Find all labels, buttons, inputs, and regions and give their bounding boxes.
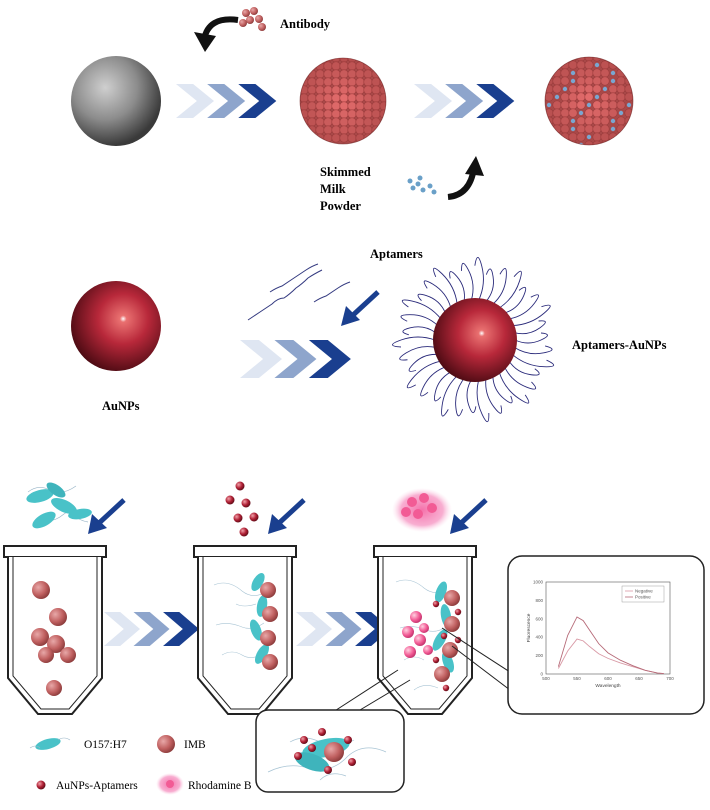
chevron-arrow-icon <box>133 612 170 646</box>
x-tick-label: 650 <box>635 676 643 681</box>
chevron-arrow-icon <box>104 612 140 646</box>
y-tick-label: 400 <box>535 635 543 640</box>
fluorescence-chart-callout: 0 200 400 600 800 1000 500 550 600 650 700Waveleng… <box>507 555 705 715</box>
tube-1 <box>3 545 107 715</box>
rhodamine-b-drop <box>392 488 452 532</box>
complex-zoom-callout <box>255 709 405 793</box>
chevron-arrow-icon <box>238 84 277 118</box>
aunps-aptamers-drops <box>225 481 259 537</box>
y-tick-label: 1000 <box>533 580 544 585</box>
milk-powder-particles <box>407 175 437 195</box>
y-tick-label: 0 <box>540 672 543 677</box>
tube-3 <box>373 545 477 715</box>
label-aptamers: Aptamers <box>370 247 423 261</box>
antibody-molecules <box>239 7 266 31</box>
chevron-arrow-icon <box>414 84 452 118</box>
blue-arrow-icon <box>341 290 380 326</box>
series-line-positive <box>557 616 664 674</box>
chevron-arrow-icon <box>207 84 246 118</box>
label-aunps: AuNPs <box>102 399 140 413</box>
legend-rhodamine-label: Rhodamine B <box>188 780 252 792</box>
legend: O157:H7 IMB AuNPs-Aptamers Rhodamine B <box>29 735 252 795</box>
legend-entry: Negative <box>635 589 653 594</box>
legend-imb-label: IMB <box>184 739 206 751</box>
x-axis-label: Wavelength <box>595 683 620 689</box>
curved-arrow-icon <box>194 16 239 52</box>
chevron-arrows-1 <box>176 84 277 118</box>
x-tick-label: 550 <box>573 676 581 681</box>
chevron-arrow-icon <box>476 84 515 118</box>
label-skimmed: Skimmed <box>320 165 371 179</box>
blue-arrow-icon <box>268 498 306 534</box>
legend-entry: Positive <box>635 595 651 600</box>
x-tick-label: 700 <box>666 676 674 681</box>
chevron-arrows-3 <box>240 340 351 378</box>
label-aptamers-aunps: Aptamers-AuNPs <box>572 338 667 352</box>
chevron-arrow-icon <box>163 612 200 646</box>
chevron-arrow-icon <box>296 612 332 646</box>
chart-plot-area <box>545 581 671 675</box>
blue-arrow-icon <box>450 498 488 534</box>
y-tick-label: 800 <box>535 598 543 603</box>
chevron-arrow-icon <box>240 340 282 378</box>
label-antibody: Antibody <box>280 17 331 31</box>
chevron-arrows-5 <box>296 612 392 646</box>
y-axis-label: Fluorescence <box>526 613 532 642</box>
chevron-arrow-icon <box>325 612 362 646</box>
y-tick-label: 200 <box>535 653 543 658</box>
chevron-arrow-icon <box>308 340 351 378</box>
y-tick-label: 600 <box>535 616 543 621</box>
label-milk: Milk <box>320 182 346 196</box>
chevron-arrow-icon <box>274 340 317 378</box>
gray-magnetic-bead <box>71 56 161 146</box>
aptamers-aunp-conjugate <box>392 256 555 423</box>
legend-o157-label: O157:H7 <box>84 739 127 751</box>
imb-sphere-blocked <box>544 56 634 146</box>
curved-arrow-icon <box>447 156 484 200</box>
x-tick-label: 500 <box>542 676 550 681</box>
chart-legend-box <box>621 585 665 603</box>
o157-bacteria-cluster <box>26 482 92 529</box>
chevron-arrow-icon <box>176 84 214 118</box>
chevron-arrow-icon <box>445 84 484 118</box>
tube-2 <box>193 545 297 715</box>
chevron-arrows-4 <box>104 612 200 646</box>
imb-sphere-antibody <box>299 57 387 145</box>
blue-arrow-icon <box>88 498 126 534</box>
fluorescence-chart: 0 200 400 600 800 1000 500 550 600 650 700Waveleng… <box>526 580 674 690</box>
aptamer-strands <box>247 263 351 321</box>
aunp-sphere <box>71 281 161 371</box>
chevron-arrows-2 <box>414 84 515 118</box>
legend-aunps-aptamers-label: AuNPs-Aptamers <box>56 780 138 792</box>
label-powder: Powder <box>320 199 361 213</box>
x-tick-label: 600 <box>604 676 612 681</box>
